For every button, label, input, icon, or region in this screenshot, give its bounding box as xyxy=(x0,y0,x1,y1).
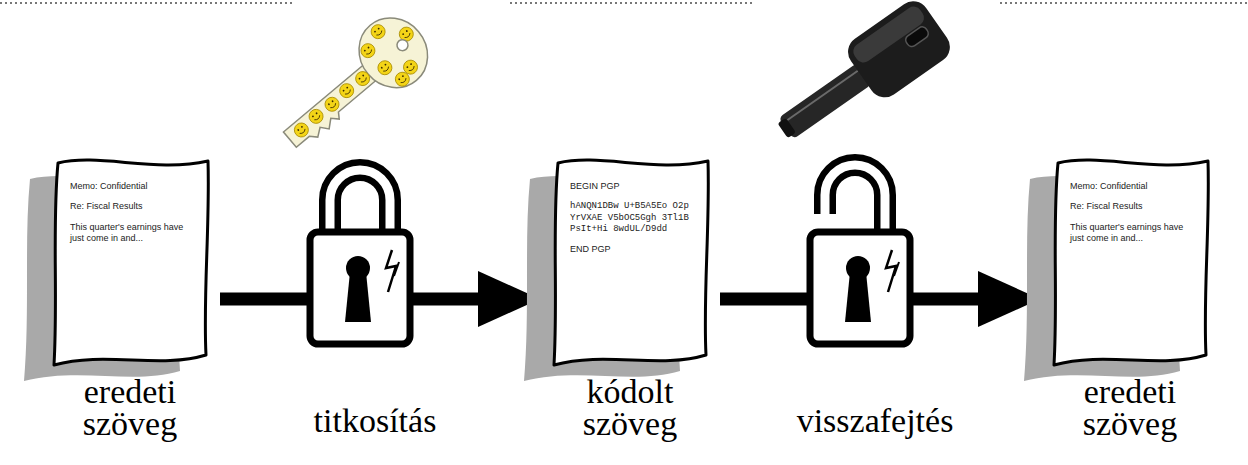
document-text: Re: Fiscal Results xyxy=(70,201,194,212)
document-text: Memo: Confidential xyxy=(70,181,194,192)
document-node: BEGIN PGP hANQN1DBw U+B5A5Eo O2pYrVXAE V5… xyxy=(540,155,720,370)
closed-padlock xyxy=(310,170,410,344)
decryption-key xyxy=(763,0,956,159)
document-body: Memo: ConfidentialRe: Fiscal ResultsThis… xyxy=(1040,155,1220,267)
document-text: BEGIN PGP xyxy=(570,181,694,192)
document-text: This quarter's earnings have just come i… xyxy=(1070,222,1194,245)
document-text: This quarter's earnings have just come i… xyxy=(70,222,194,245)
document-text: Re: Fiscal Results xyxy=(1070,201,1194,212)
caption-text: eredeti szöveg xyxy=(1055,376,1205,441)
edge-label: visszafejtés xyxy=(795,404,956,438)
caption-text: kódolt szöveg xyxy=(555,376,705,441)
document-caption: kódolt szöveg xyxy=(520,376,740,441)
edge-label: titkosítás xyxy=(312,404,439,438)
document-text: hANQN1DBw U+B5A5Eo O2pYrVXAE V5bOC5Ggh 3… xyxy=(570,201,694,235)
document-text: END PGP xyxy=(570,244,694,255)
open-padlock xyxy=(810,165,910,344)
document-node: Memo: ConfidentialRe: Fiscal ResultsThis… xyxy=(1040,155,1220,370)
document-caption: eredeti szöveg xyxy=(20,376,240,441)
document-text: Memo: Confidential xyxy=(1070,181,1194,192)
document-body: Memo: ConfidentialRe: Fiscal ResultsThis… xyxy=(40,155,220,267)
document-shape xyxy=(540,155,720,370)
caption-text: eredeti szöveg xyxy=(55,376,205,441)
document-body: BEGIN PGP hANQN1DBw U+B5A5Eo O2pYrVXAE V5… xyxy=(540,155,720,278)
encryption-key xyxy=(267,4,442,167)
document-caption: eredeti szöveg xyxy=(1020,376,1240,441)
dotted-rule xyxy=(0,2,1248,4)
document-node: Memo: ConfidentialRe: Fiscal ResultsThis… xyxy=(40,155,220,370)
